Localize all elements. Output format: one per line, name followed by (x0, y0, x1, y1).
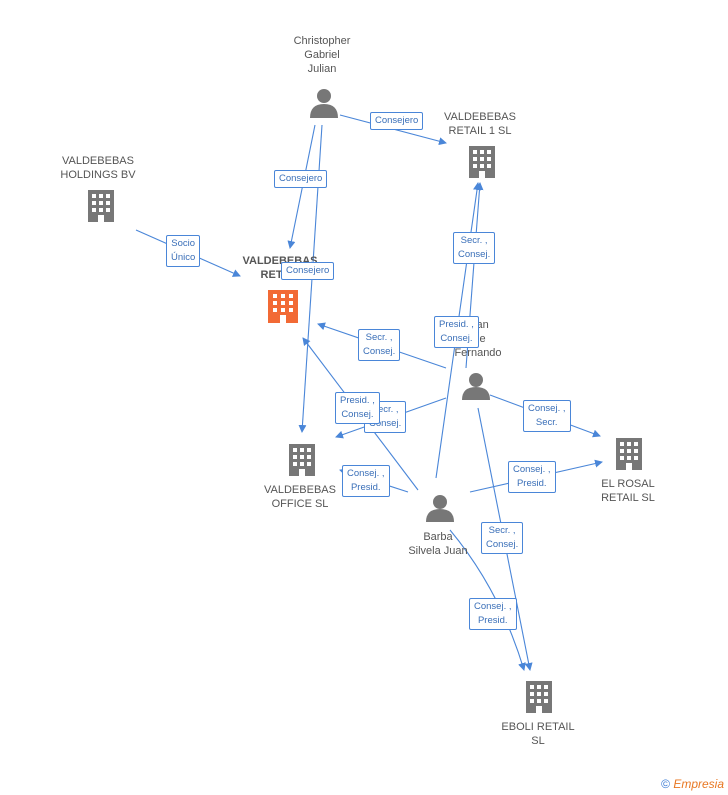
node-label-elrosal[interactable]: EL ROSAL RETAIL SL (601, 478, 655, 504)
edge-label: Socio Único (166, 235, 201, 267)
edge-label: Secr. , Consej. (358, 329, 401, 361)
person-icon-barba (426, 495, 454, 522)
edge-label: Consejero (274, 170, 328, 188)
edge-label: Consejero (281, 262, 335, 280)
building-icon-retail-focus (268, 290, 298, 323)
edge-label: Presid. , Consej. (434, 316, 479, 348)
node-label-eboli[interactable]: EBOLI RETAIL SL (501, 721, 575, 747)
node-label-office[interactable]: VALDEBEBAS OFFICE SL (264, 484, 336, 510)
building-icon-eboli (526, 681, 552, 713)
edge-label: Consej. , Secr. (523, 400, 571, 432)
edge-label: Secr. , Consej. (453, 232, 496, 264)
building-icon-retail1 (469, 146, 495, 178)
edge-label: Consej. , Presid. (342, 465, 390, 497)
copyright-icon: © (661, 777, 670, 791)
person-icon-christopher (310, 89, 338, 118)
edge-label: Consej. , Presid. (469, 598, 517, 630)
node-label-barba[interactable]: Barba Silvela Juan (408, 531, 468, 557)
brand-logo: Empresia (673, 777, 724, 791)
building-icon-elrosal (616, 438, 642, 470)
node-label-christopher[interactable]: Christopher Gabriel Julian (293, 35, 351, 75)
edge-barba-eboli (449, 529, 526, 671)
building-icon-office (289, 444, 315, 476)
edge-label: Consej. , Presid. (508, 461, 556, 493)
person-icon-fernando (462, 373, 490, 400)
building-icon-holdings (88, 190, 114, 222)
node-label-retail1[interactable]: VALDEBEBAS RETAIL 1 SL (444, 111, 516, 137)
edge-label: Secr. , Consej. (481, 522, 524, 554)
footer-brand: © Empresia (661, 777, 724, 791)
node-label-holdings[interactable]: VALDEBEBAS HOLDINGS BV (60, 155, 136, 181)
edge-label: Presid. , Consej. (335, 392, 380, 424)
edge-label: Consejero (370, 112, 424, 130)
